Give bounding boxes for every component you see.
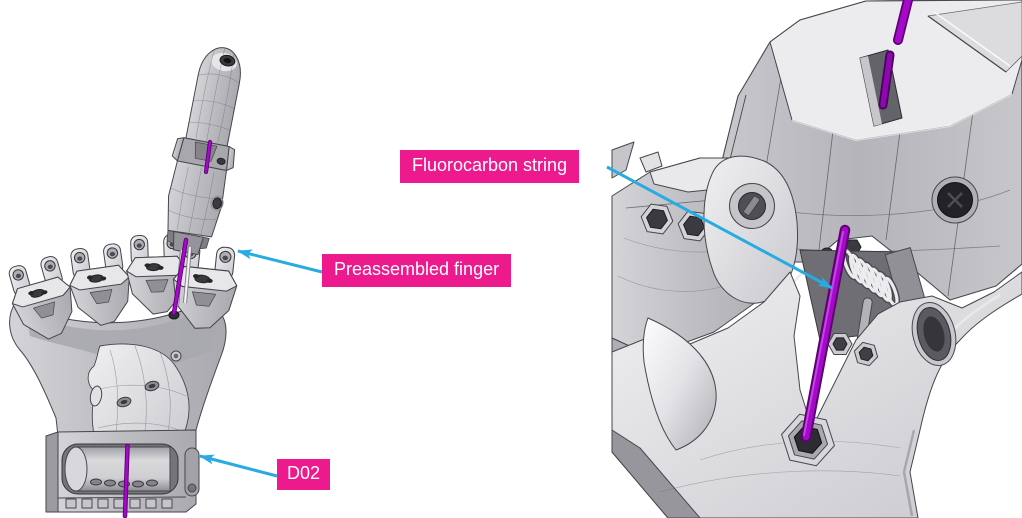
fluorocarbon-string-model — [800, 0, 914, 443]
palm-fin — [642, 317, 717, 451]
label-preassembled-finger: Preassembled finger — [322, 254, 512, 287]
side-screw — [931, 176, 979, 224]
preassembled-finger-model — [166, 47, 241, 256]
arrow-fluorocarbon-string — [606, 165, 833, 290]
annotation-arrows — [199, 165, 833, 478]
arrow-d02 — [199, 454, 278, 478]
tendon-strings — [171, 139, 213, 316]
knuckle-closeup-view — [611, 0, 1022, 518]
label-fluorocarbon-string: Fluorocarbon string — [400, 150, 580, 183]
arrow-preassembled-finger — [237, 249, 323, 274]
hinge-lug-hole — [911, 302, 957, 366]
palm-base — [611, 271, 1022, 518]
wrist-socket — [45, 429, 200, 518]
hand-overview-view — [2, 47, 242, 518]
label-d02: D02 — [277, 459, 331, 490]
